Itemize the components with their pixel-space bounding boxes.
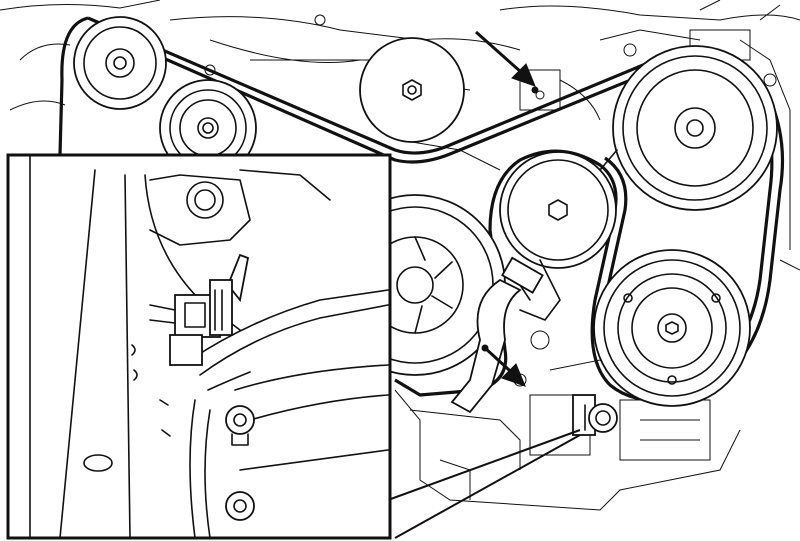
upper-idler-pulley-icon bbox=[359, 37, 465, 143]
sensor-bolt-icon bbox=[572, 394, 618, 436]
alternator-pulley-icon bbox=[599, 45, 778, 211]
inset-bolt-lower-icon bbox=[225, 491, 255, 521]
inset-bolt-icon bbox=[225, 405, 255, 446]
inset-detail bbox=[6, 153, 392, 540]
inset-leader-lines bbox=[387, 429, 581, 539]
idler-pulley-icon bbox=[73, 16, 167, 110]
middle-tensioner-pulley-icon bbox=[499, 151, 617, 321]
sensor-connector-icon bbox=[149, 253, 250, 366]
pointer-arrow-mid-icon bbox=[481, 344, 526, 387]
ac-compressor-pulley-icon bbox=[593, 249, 751, 407]
pointer-arrow-top-icon bbox=[475, 30, 539, 94]
